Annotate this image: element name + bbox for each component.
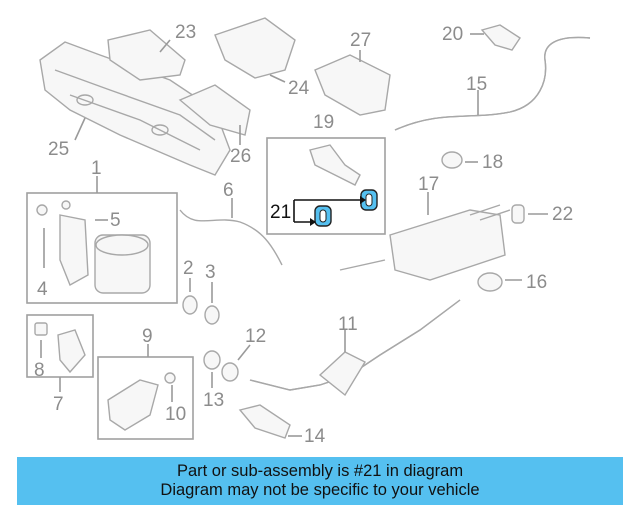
callout-10: 10 [165, 404, 186, 425]
part-12-gasket [221, 344, 251, 382]
callout-9: 9 [142, 326, 153, 347]
callout-2: 2 [183, 258, 194, 279]
banner-line-1: Part or sub-assembly is #21 in diagram [176, 462, 464, 480]
callout-18: 18 [482, 152, 503, 173]
part-17-muffler [339, 192, 511, 281]
part-3-gasket [204, 282, 220, 325]
callout-14: 14 [304, 426, 326, 447]
callout-5: 5 [110, 210, 121, 231]
part-7-bracket [34, 322, 86, 392]
part-27-heat-shield [314, 50, 391, 116]
sub-assembly-19-box [266, 137, 386, 235]
callout-11: 11 [338, 314, 358, 335]
callout-17: 17 [418, 174, 439, 195]
part-6-sensor-line [179, 198, 283, 266]
callout-20: 20 [442, 24, 463, 45]
sub-assembly-1-box [26, 192, 178, 304]
callout-16: 16 [526, 272, 547, 293]
part-14-bracket [238, 404, 302, 439]
sub-assembly-9-box [97, 356, 194, 440]
callout-26: 26 [230, 146, 251, 167]
part-22-mount [511, 204, 548, 224]
callout-22: 22 [552, 204, 573, 225]
part-9-bracket [107, 372, 176, 431]
callout-6: 6 [223, 180, 234, 201]
exhaust-parts-diagram: 25 23 24 26 27 20 15 19 [26, 17, 591, 447]
callout-8: 8 [34, 360, 45, 381]
part-2-gasket [182, 278, 198, 315]
part-21-mounts [314, 189, 378, 227]
callout-24: 24 [288, 78, 310, 99]
callout-21-leader [293, 196, 366, 226]
callout-19: 19 [313, 112, 334, 133]
part-26-bracket [178, 84, 251, 145]
callout-3: 3 [205, 262, 216, 283]
part-23-heat-shield [107, 29, 186, 81]
callout-12: 12 [245, 326, 266, 347]
callout-21: 21 [270, 202, 291, 223]
banner-line-2: Diagram may not be specific to your vehi… [160, 481, 480, 499]
part-18-clamp [441, 151, 478, 169]
part-25-heat-shield [39, 41, 231, 176]
callout-27: 27 [350, 30, 371, 51]
part-20-hanger [470, 24, 521, 51]
callout-23: 23 [175, 22, 196, 43]
part-1-converter [36, 200, 151, 294]
part-19-bracket [309, 144, 361, 186]
part-11-front-pipe [249, 299, 461, 397]
part-16-clamp [477, 272, 522, 292]
callout-1: 1 [91, 158, 102, 179]
info-banner: Part or sub-assembly is #21 in diagram D… [17, 457, 623, 505]
callout-4: 4 [37, 279, 48, 300]
callout-15: 15 [466, 74, 487, 95]
part-15-pipe [394, 36, 591, 131]
callout-7: 7 [53, 394, 64, 415]
callout-13: 13 [203, 390, 224, 411]
part-13-gasket [203, 350, 221, 388]
callout-25: 25 [48, 139, 69, 160]
part-24-heat-shield [214, 17, 296, 83]
